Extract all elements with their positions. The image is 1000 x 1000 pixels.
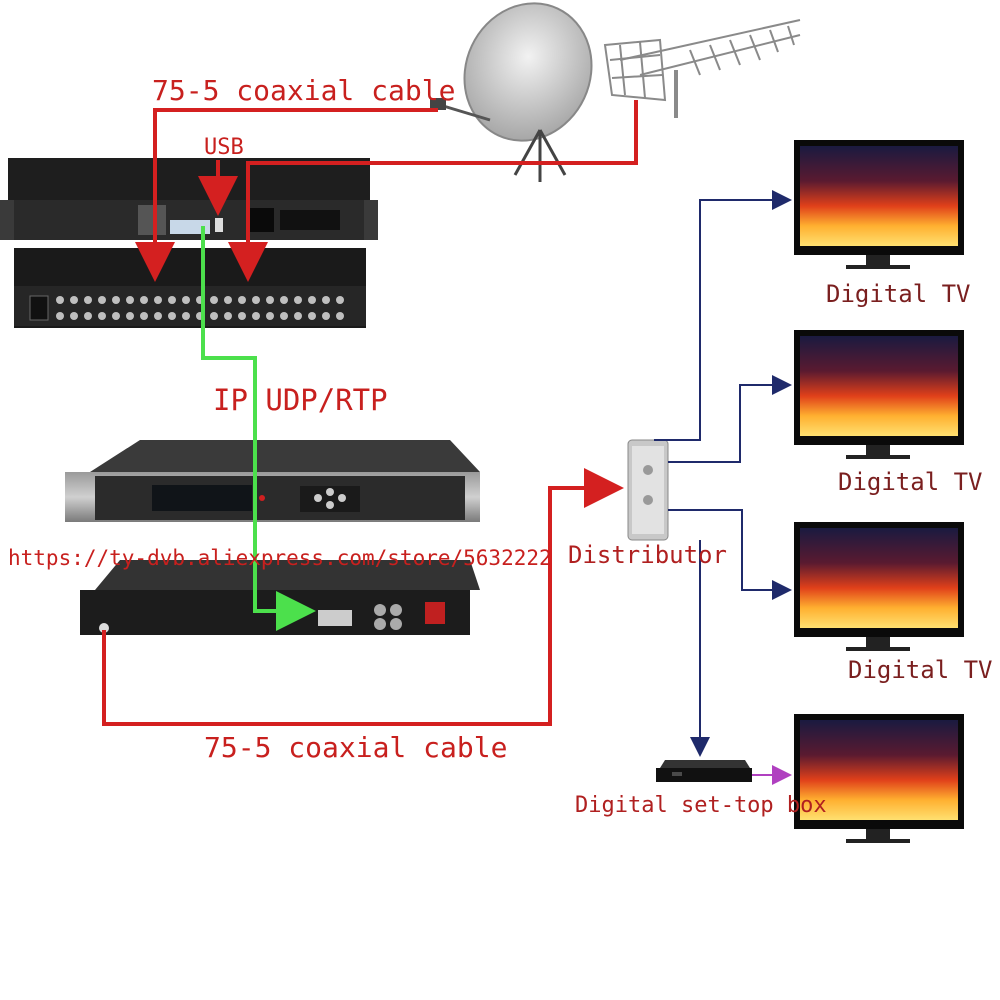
tv-icon	[794, 714, 964, 843]
satellite-dish-icon	[430, 2, 593, 182]
tv-icon	[794, 522, 964, 651]
store-url-watermark: https://ty-dvb.aliexpress.com/store/5632…	[8, 546, 552, 570]
set-top-box-icon	[656, 760, 752, 782]
tv-icon	[794, 330, 964, 459]
modulator-device-icon	[65, 440, 480, 635]
coax-line-output	[102, 468, 624, 726]
tv-label-3: Digital TV	[848, 656, 993, 684]
distribution-lines	[654, 190, 792, 757]
coax-cable-label-top: 75-5 coaxial cable	[152, 74, 456, 107]
usb-label: USB	[204, 135, 244, 160]
coax-line-satellite	[135, 108, 438, 282]
tv-label-1: Digital TV	[826, 280, 971, 308]
set-top-box-label: Digital set-top box	[575, 793, 827, 818]
coax-line-antenna	[228, 100, 638, 282]
tv-label-2: Digital TV	[838, 468, 983, 496]
yagi-antenna-icon	[603, 19, 801, 118]
distributor-label: Distributor	[568, 541, 727, 569]
distributor-icon	[627, 439, 669, 541]
ip-udp-rtp-line	[201, 226, 316, 631]
coax-cable-label-bottom: 75-5 coaxial cable	[204, 731, 508, 764]
ip-udp-rtp-label: IP UDP/RTP	[213, 383, 388, 417]
encoder-device-icon	[0, 158, 378, 328]
tv-icon	[794, 140, 964, 269]
